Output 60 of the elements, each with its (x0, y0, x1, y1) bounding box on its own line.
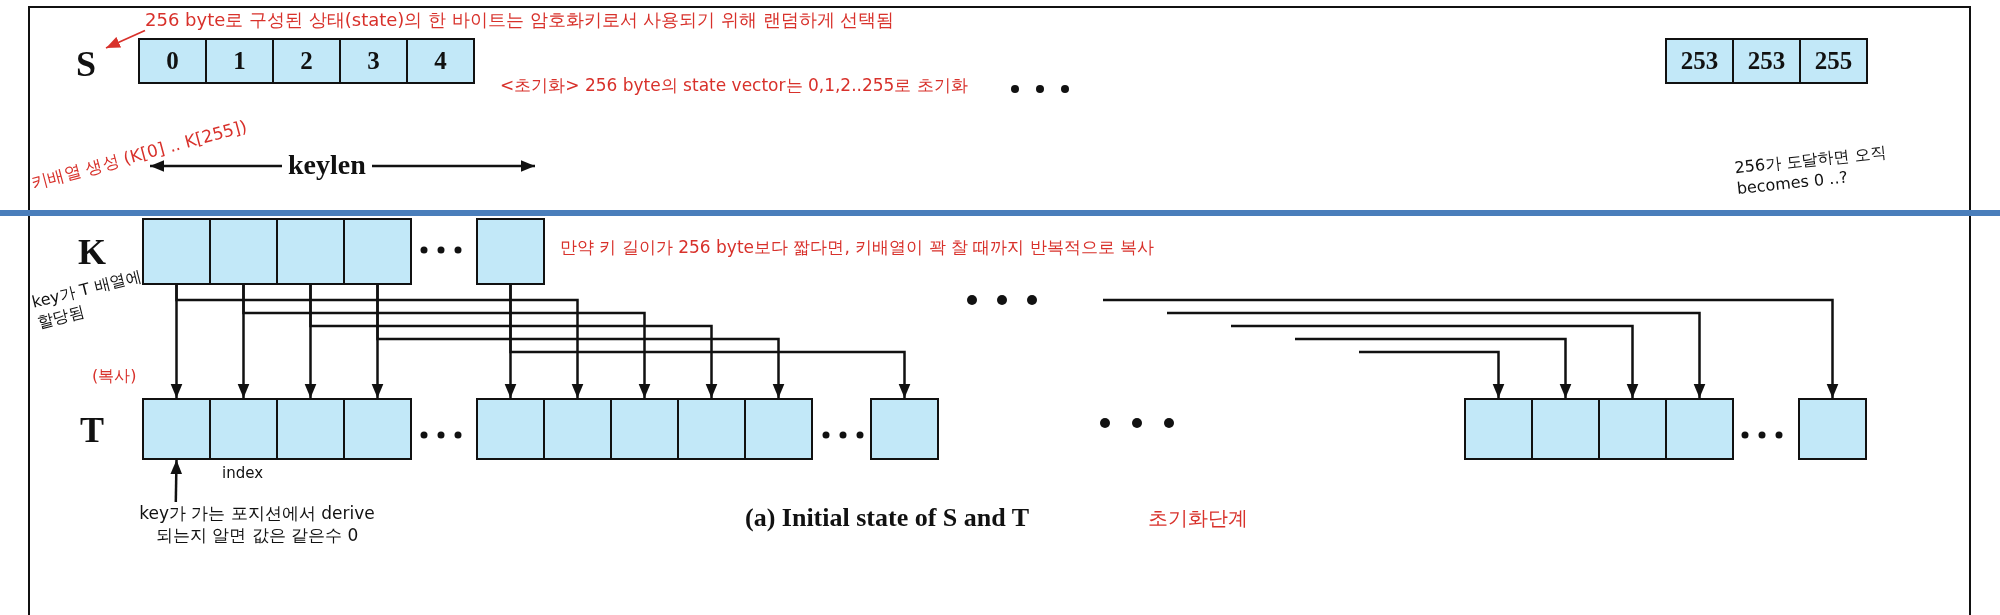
cell-value: 0 (166, 47, 179, 75)
handwritten-note: 256가 도달하면 오직 becomes 0 ..? (1733, 141, 1889, 200)
array-cell (406, 38, 475, 84)
arrow (105, 29, 146, 49)
arrow (1167, 311, 1706, 398)
arrow (1231, 324, 1639, 398)
cell-value: 1 (233, 47, 246, 75)
array-cell (610, 398, 679, 460)
arrow (175, 285, 584, 398)
cell-value: 253 (1680, 47, 1719, 75)
array-cell (205, 38, 274, 84)
arrow (509, 285, 911, 398)
array-cell (343, 218, 412, 285)
array-cell (476, 218, 545, 285)
array-cell (870, 398, 939, 460)
array-cell (343, 398, 412, 460)
handwritten-note: <초기화> 256 byte의 state vector는 0,1,2..255로 초기화 (500, 74, 968, 97)
handwritten-note: 초기화단계 (1148, 505, 1248, 531)
handwritten-note: 만약 키 길이가 256 byte보다 짧다면, 키배열이 꽉 찰 때까지 반복적으로 복사 (560, 236, 1156, 259)
arrow (376, 285, 785, 398)
handwritten-note: (복사) (92, 366, 137, 387)
array-cell (677, 398, 746, 460)
cell-value: 255 (1814, 47, 1853, 75)
array-cell (209, 398, 278, 460)
array-label: S (66, 44, 106, 84)
array-cell (1799, 38, 1868, 84)
arrow (1295, 337, 1572, 398)
handwritten-note: index (222, 464, 264, 484)
arrow (1103, 298, 1839, 398)
arrow (309, 285, 718, 398)
array-cell (1464, 398, 1533, 460)
array-label: T (79, 410, 105, 450)
array-cell (142, 218, 211, 285)
array-cell (1732, 38, 1801, 84)
array-cell (543, 398, 612, 460)
array-cell (272, 38, 341, 84)
array-cell (209, 218, 278, 285)
handwritten-note: key가 가는 포지션에서 derive 되는지 알면 값은 같은수 0 (112, 502, 402, 547)
caption: (a) Initial state of S and T (745, 503, 1030, 533)
cell-value: 4 (434, 47, 447, 75)
arrow (1359, 350, 1505, 398)
array-cell (142, 398, 211, 460)
cell-value: 2 (300, 47, 313, 75)
array-cell (1665, 398, 1734, 460)
array-cell (339, 38, 408, 84)
array-cell (1665, 38, 1734, 84)
array-cell (276, 398, 345, 460)
arrow (170, 459, 183, 503)
array-cell (1531, 398, 1600, 460)
array-cell (138, 38, 207, 84)
handwritten-note: 256 byte로 구성된 상태(state)의 한 바이트는 암호화키로서 사용되기 위해 랜덤하게 선택됨 (145, 8, 1230, 32)
array-cell (1798, 398, 1867, 460)
arrow (242, 285, 651, 398)
cell-value: 253 (1747, 47, 1786, 75)
array-cell (1598, 398, 1667, 460)
handwritten-note: 키배열 생성 (K[0] .. K[255]) (28, 115, 250, 195)
array-cell (744, 398, 813, 460)
array-cell (476, 398, 545, 460)
cell-value: 3 (367, 47, 380, 75)
array-cell (276, 218, 345, 285)
